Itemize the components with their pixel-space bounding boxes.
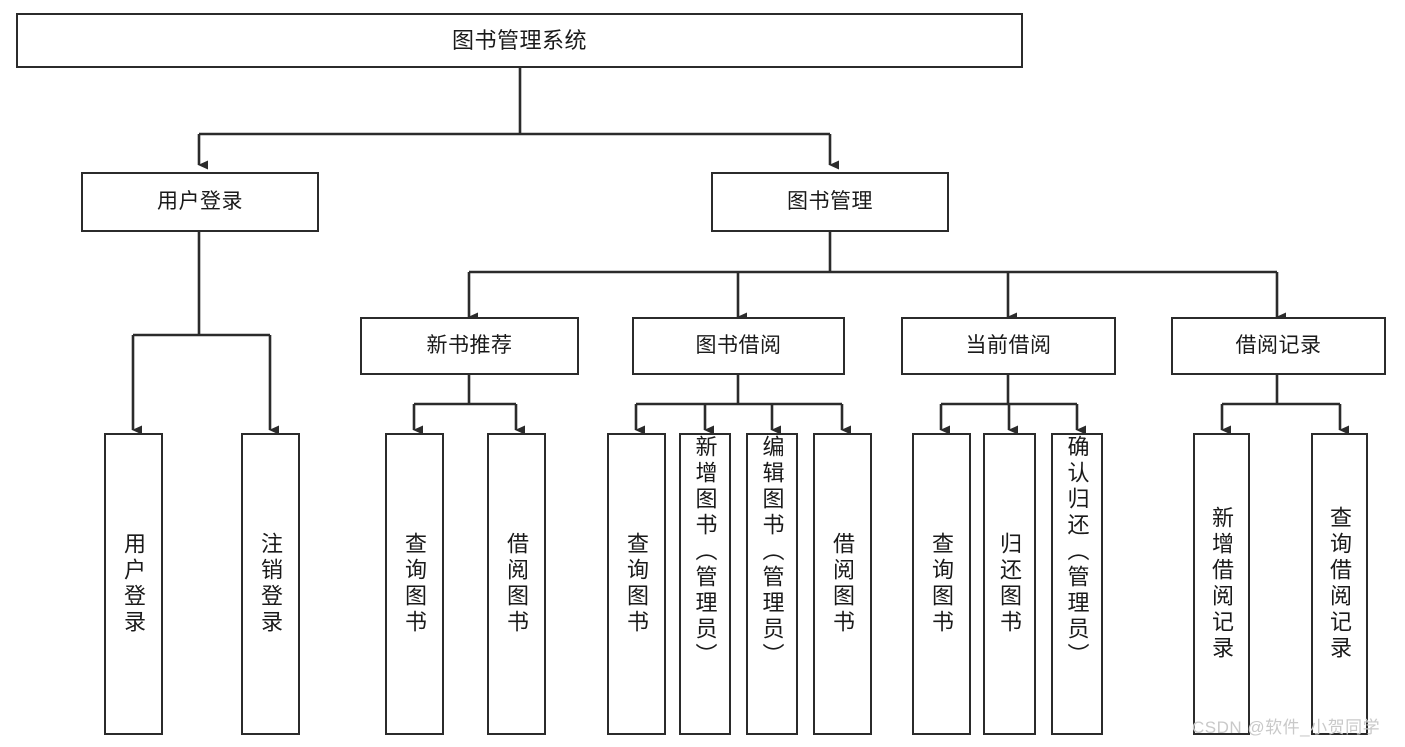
leaf-record-add-record[interactable]: 新增借阅记录 [1193,433,1250,735]
node-current-borrow-label: 当前借阅 [965,333,1052,357]
leaf-record-add-record-label: 新增借阅记录 [1209,506,1235,662]
leaf-borrow-edit-book-admin-label: 编辑图书（管理员） [759,435,785,669]
node-root-label: 图书管理系统 [451,27,587,53]
leaf-borrow-query-book-label: 查询图书 [624,532,650,636]
leaf-new-book-borrow-label: 借阅图书 [504,532,530,636]
leaf-user-login-logout[interactable]: 注销登录 [241,433,300,735]
leaf-current-return-book-label: 归还图书 [997,532,1023,636]
leaf-borrow-edit-book-admin[interactable]: 编辑图书（管理员） [746,433,798,735]
node-new-book-recommend[interactable]: 新书推荐 [360,317,579,375]
leaf-user-login-login[interactable]: 用户登录 [104,433,163,735]
leaf-new-book-borrow[interactable]: 借阅图书 [487,433,546,735]
node-book-management[interactable]: 图书管理 [711,172,949,232]
leaf-borrow-add-book-admin[interactable]: 新增图书（管理员） [679,433,731,735]
node-user-login-label: 用户登录 [157,189,243,213]
leaf-new-book-query-label: 查询图书 [402,532,428,636]
node-root-book-management-system[interactable]: 图书管理系统 [16,13,1023,68]
leaf-new-book-query[interactable]: 查询图书 [385,433,444,735]
leaf-record-query-record-label: 查询借阅记录 [1327,506,1353,662]
node-new-book-recommend-label: 新书推荐 [426,333,513,357]
leaf-borrow-borrow-book[interactable]: 借阅图书 [813,433,872,735]
node-book-management-label: 图书管理 [787,189,873,213]
leaf-borrow-borrow-book-label: 借阅图书 [830,532,856,636]
leaf-current-return-book[interactable]: 归还图书 [983,433,1036,735]
node-borrow-record[interactable]: 借阅记录 [1171,317,1386,375]
leaf-current-query-book[interactable]: 查询图书 [912,433,971,735]
leaf-borrow-add-book-admin-label: 新增图书（管理员） [692,435,718,669]
leaf-record-query-record[interactable]: 查询借阅记录 [1311,433,1368,735]
leaf-borrow-query-book[interactable]: 查询图书 [607,433,666,735]
node-current-borrow[interactable]: 当前借阅 [901,317,1116,375]
node-user-login[interactable]: 用户登录 [81,172,319,232]
leaf-current-confirm-return-admin-label: 确认归还（管理员） [1064,435,1090,669]
leaf-user-login-logout-label: 注销登录 [258,532,284,636]
node-book-borrow-label: 图书借阅 [695,333,782,357]
node-book-borrow[interactable]: 图书借阅 [632,317,845,375]
leaf-user-login-login-label: 用户登录 [121,532,147,636]
node-borrow-record-label: 借阅记录 [1235,333,1322,357]
leaf-current-query-book-label: 查询图书 [929,532,955,636]
leaf-current-confirm-return-admin[interactable]: 确认归还（管理员） [1051,433,1103,735]
